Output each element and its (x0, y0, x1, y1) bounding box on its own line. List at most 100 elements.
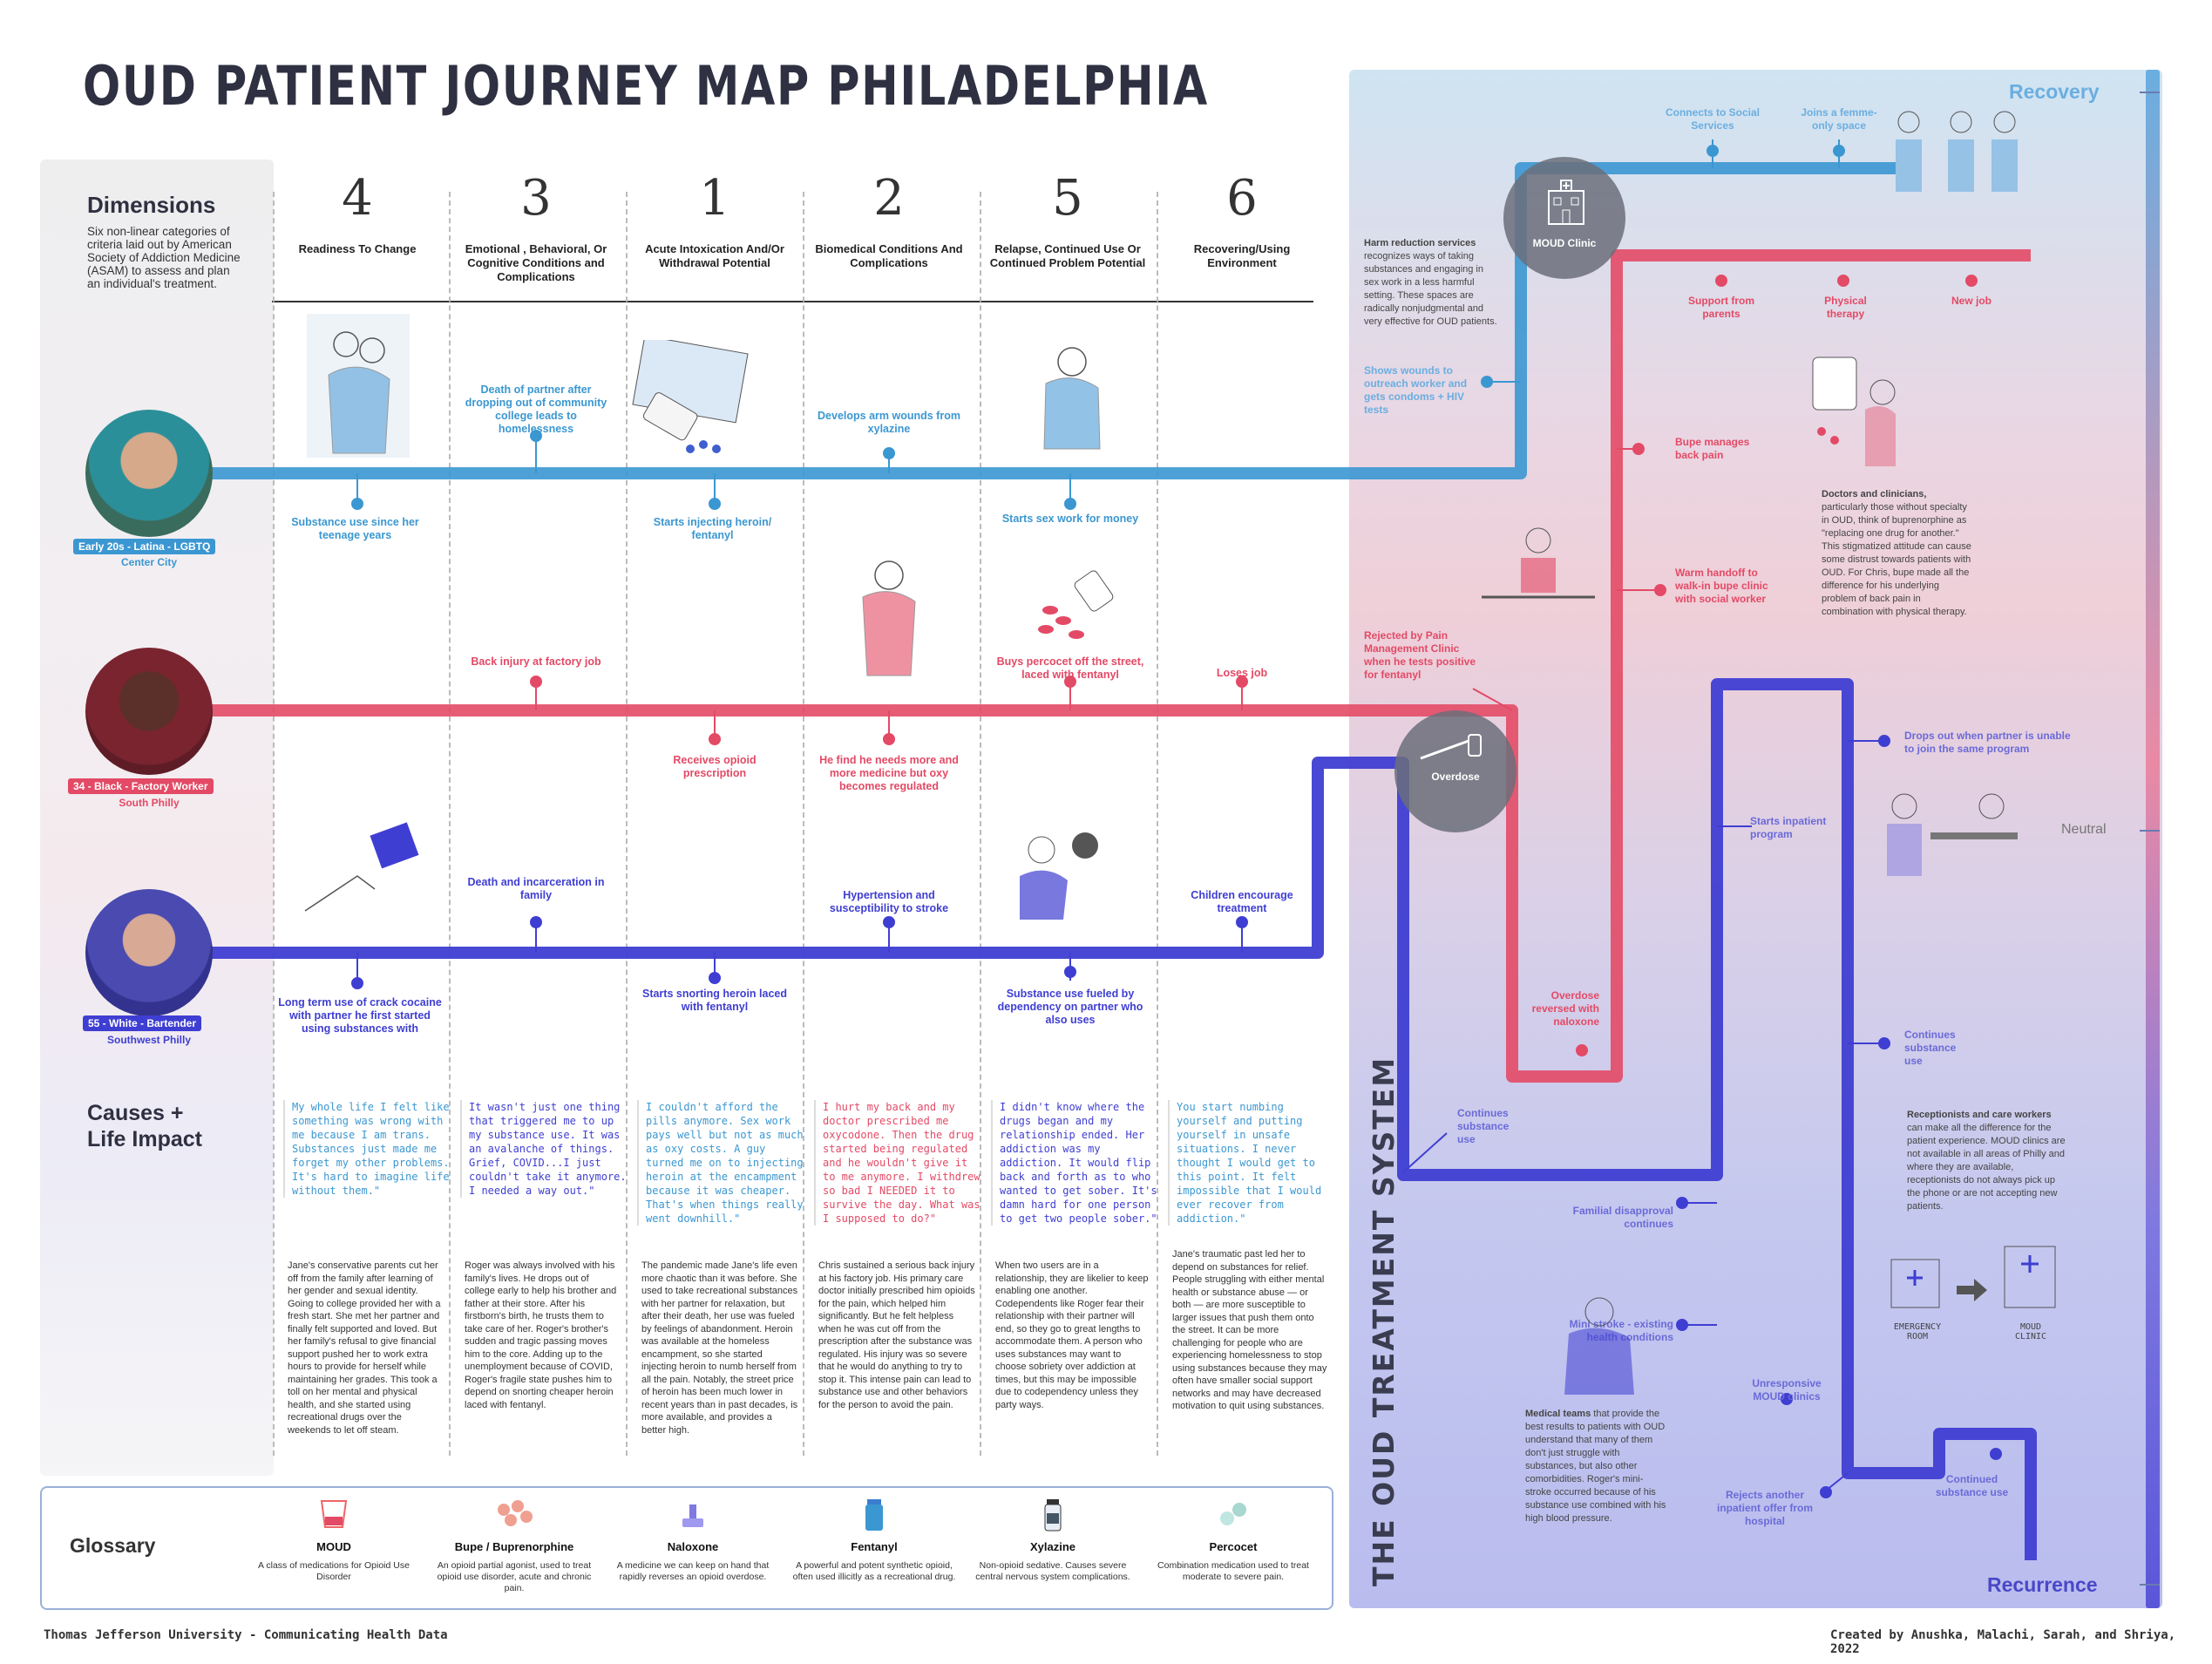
doctors-note: Doctors and clinicians, particularly tho… (1822, 488, 1974, 619)
glossary-desc: A class of medications for Opioid Use Di… (258, 1560, 410, 1582)
glossary-desc: Combination medication used to treat mod… (1157, 1560, 1309, 1582)
column-heading: Acute Intoxication And/Or Withdrawal Pot… (645, 242, 784, 269)
treatment-event: Unresponsive MOUD clinics (1752, 1377, 1822, 1403)
note-bold: Harm reduction services (1364, 238, 1476, 248)
dimensions-description: Six non-linear categories of criteria la… (87, 225, 241, 290)
quote: You start numbing yourself and putting y… (1168, 1100, 1338, 1226)
event-label: Starts injecting heroin/ fentanyl (653, 516, 772, 541)
dimensions-heading: Dimensions (87, 192, 216, 218)
persona-2-avatar (85, 648, 213, 775)
blue-event-markers (351, 139, 1845, 510)
event-label: Long term use of crack cocaine with part… (278, 996, 442, 1035)
glossary-term: Naloxone (667, 1540, 719, 1553)
quote: My whole life I felt like something was … (283, 1100, 453, 1198)
recovery-scale-bar (2146, 70, 2160, 1608)
er-label: EMERGENCY ROOM (1893, 1322, 1942, 1341)
column-heading: Emotional , Behavioral, Or Cognitive Con… (465, 242, 607, 283)
persona-3-journey-line (200, 678, 2037, 1560)
treatment-system-title: THE OUD TREATMENT SYSTEM (1367, 1056, 1401, 1586)
note-bold: Doctors and clinicians, (1822, 489, 1927, 499)
dimensions-panel (40, 160, 274, 1476)
treatment-event: Support from parents (1688, 295, 1754, 320)
bupe-pills-icon (498, 1500, 533, 1526)
xylazine-vial-icon (1044, 1499, 1062, 1532)
note-text: particularly those without specialty in … (1822, 502, 1971, 617)
event-label: He find he needs more and more medicine … (819, 754, 959, 792)
treatment-event: Warm handoff to walk-in bupe clinic with… (1675, 567, 1768, 605)
persona-3-badge: 55 - White - Bartender (83, 1015, 202, 1031)
note-text: recognizes ways of taking substances and… (1364, 251, 1497, 327)
column-heading: Readiness To Change (298, 242, 417, 255)
event-label: Death of partner after dropping out of c… (465, 384, 607, 435)
persona-1-journey-line (200, 162, 1896, 479)
person-on-bench-illustration (1482, 527, 1595, 599)
story-text: When two users are in a relationship, th… (995, 1260, 1149, 1410)
moud-cup-icon (320, 1500, 348, 1528)
treatment-event: Starts inpatient program (1750, 815, 1827, 840)
column-number: 1 (699, 170, 730, 227)
glossary-term: Percocet (1209, 1540, 1258, 1553)
column-separator (449, 192, 451, 1456)
persona-1-avatar (85, 410, 213, 537)
glossary-desc: An opioid partial agonist, used to treat… (437, 1560, 592, 1593)
event-label: Starts snorting heroin laced with fentan… (641, 988, 787, 1013)
column-heading: Relapse, Continued Use Or Continued Prob… (989, 242, 1146, 269)
glossary-desc: A powerful and potent synthetic opioid, … (792, 1560, 956, 1582)
receptionists-note: Receptionists and care workers can make … (1907, 1109, 2068, 1213)
glossary-heading: Glossary (70, 1534, 156, 1557)
glossary-item-bupe: Bupe / Buprenorphine An opioid partial a… (427, 1498, 601, 1594)
treatment-event: New job (1951, 295, 1991, 307)
column-separator (803, 192, 804, 1456)
story-text: Chris sustained a serious back injury at… (818, 1260, 975, 1410)
column-number: 2 (873, 170, 905, 227)
story-text: Jane's conservative parents cut her off … (288, 1260, 441, 1436)
treatment-event: Familial disapproval continues (1572, 1205, 1673, 1230)
quote: I hurt my back and my doctor prescribed … (814, 1100, 984, 1226)
fentanyl-bottle-icon (865, 1499, 883, 1531)
naloxone-spray-icon (682, 1504, 703, 1527)
spilled-pills-illustration (1038, 570, 1114, 639)
crouching-person-illustration (1043, 347, 1101, 450)
persona-2-journey-line (200, 249, 2031, 1083)
hugging-illustration (307, 314, 410, 458)
quote: I didn't know where the drugs began and … (991, 1100, 1161, 1226)
event-label: Receives opioid prescription (673, 754, 757, 779)
note-text: that provide the best results to patient… (1525, 1409, 1666, 1524)
quote: I couldn't afford the pills anymore. Sex… (637, 1100, 807, 1226)
column-number: 4 (342, 170, 373, 227)
glossary-item-fentanyl: Fentanyl A powerful and potent synthetic… (787, 1498, 961, 1583)
event-label: Buys percocet off the street, laced with… (996, 655, 1144, 681)
event-label: Death and incarceration in family (467, 876, 605, 901)
column-separator (980, 192, 981, 1456)
glossary-desc: A medicine we can keep on hand that rapi… (616, 1560, 770, 1582)
treatment-event: Overdose reversed with naloxone (1531, 989, 1599, 1028)
event-label: Develops arm wounds from xylazine (818, 410, 960, 435)
overdose-node (1394, 710, 1517, 832)
support-group-illustration (1896, 111, 2018, 192)
scale-recurrence-label: Recurrence (1987, 1573, 2098, 1596)
treatment-event: Rejects another inpatient offer from hos… (1717, 1489, 1813, 1527)
event-label: Hypertension and susceptibility to strok… (829, 889, 949, 914)
moud-clinic-label: MOUD Clinic (1532, 237, 1597, 249)
glossary-desc: Non-opioid sedative. Causes severe centr… (975, 1560, 1130, 1582)
scale-recovery-label: Recovery (2009, 80, 2100, 103)
treatment-event: Physical therapy (1824, 295, 1867, 320)
navy-event-markers (351, 735, 2002, 1498)
causes-heading: Causes + Life Impact (87, 1101, 202, 1151)
glossary-item-moud: MOUD A class of medications for Opioid U… (247, 1498, 421, 1583)
moud-clinic-node (1503, 157, 1625, 279)
column-heading: Recovering/Using Environment (1193, 242, 1291, 269)
treatment-event: Drops out when partner is unable to join… (1904, 730, 2071, 755)
event-label: Back injury at factory job (471, 655, 601, 668)
overdose-label: Overdose (1431, 771, 1480, 783)
event-label: Starts sex work for money (1001, 513, 1139, 525)
treatment-event: Bupe manages back pain (1675, 436, 1750, 461)
event-label: Loses job (1216, 667, 1268, 679)
story-text: Jane's traumatic past led her to depend … (1172, 1249, 1327, 1411)
treatment-event: Shows wounds to outreach worker and gets… (1364, 364, 1468, 416)
syringe-icon (1420, 734, 1482, 760)
column-separator (273, 192, 275, 1456)
persona-2-location: South Philly (119, 797, 180, 809)
persona-3-location: Southwest Philly (106, 1034, 191, 1046)
